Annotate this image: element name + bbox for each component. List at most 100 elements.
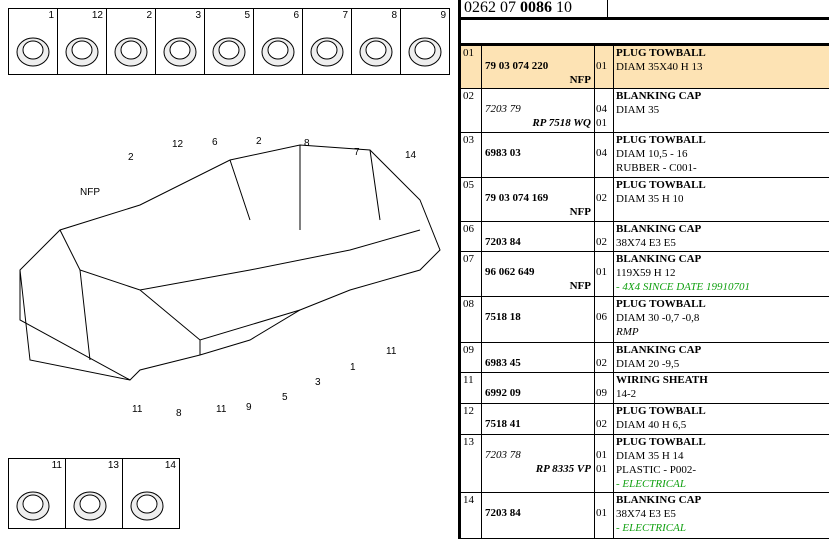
quantity: 09 (596, 387, 607, 399)
row-index: 07 (463, 253, 474, 265)
grommet-icon (16, 37, 50, 67)
quantity: 02 (596, 357, 607, 369)
part-reference: 6983 03 (485, 147, 521, 159)
quantity: 02 (596, 192, 607, 204)
description-note: RMP (616, 326, 639, 338)
diagram-callout: 8 (304, 138, 310, 149)
part-reference: 79 03 074 169 (485, 192, 549, 204)
row-index: 06 (463, 223, 474, 235)
description-line: DIAM 35 H 10 (616, 193, 684, 205)
description-cell: PLUG TOWBALL DIAM 35 H 10 (613, 178, 829, 221)
diagram-callout: 2 (128, 152, 134, 163)
part-reference: 79 03 074 220 (485, 60, 549, 72)
diagram-callout: 11 (132, 404, 143, 415)
grommet-icon (261, 37, 295, 67)
reference-cell: 7203 78 RP 8335 VP (481, 435, 594, 492)
part-thumbnail: 13 (65, 458, 123, 529)
part-reference: 7203 78 (485, 449, 521, 461)
quantity-cell: 02 (594, 343, 614, 372)
part-title: PLUG TOWBALL (616, 47, 706, 59)
description-cell: PLUG TOWBALL DIAM 40 H 6,5 (613, 404, 829, 434)
description-cell: BLANKING CAP DIAM 20 -9,5 (613, 343, 829, 372)
description-line: PLASTIC - P002- (616, 464, 697, 476)
part-sub-reference: RP 8335 VP (535, 463, 591, 475)
thumbnail-number: 13 (107, 460, 119, 471)
row-index: 14 (463, 494, 474, 506)
part-thumbnail: 14 (122, 458, 180, 529)
thumbnail-number: 3 (195, 10, 201, 21)
application-note: - ELECTRICAL (616, 522, 686, 534)
thumbnail-number: 14 (164, 460, 176, 471)
quantity-cell: 02 (594, 222, 614, 251)
quantity: 01 (596, 507, 607, 519)
diagram-callout: 12 (172, 139, 184, 150)
quantity-cell: 01 (594, 46, 614, 88)
row-index: 03 (463, 134, 474, 146)
quantity: 04 (596, 147, 607, 159)
grommet-icon (310, 37, 344, 67)
part-reference: 6992 09 (485, 387, 521, 399)
part-title: PLUG TOWBALL (616, 179, 706, 191)
quantity-cell: 01 (594, 493, 614, 538)
part-title: WIRING SHEATH (616, 374, 708, 386)
diagram-callout: 1 (350, 362, 356, 373)
part-thumbnail: 12 (57, 8, 107, 75)
quantity-cell: 09 (594, 373, 614, 403)
row-index: 08 (463, 298, 474, 310)
thumbnail-number: 8 (391, 10, 397, 21)
thumbnail-number: 9 (440, 10, 446, 21)
description-line: 14-2 (616, 388, 637, 400)
part-reference: 7203 84 (485, 507, 521, 519)
part-catalog-code: 0262 07 0086 10 (464, 0, 572, 16)
part-thumbnail: 3 (155, 8, 205, 75)
reference-cell: 7203 84 (481, 493, 594, 538)
row-index: 13 (463, 436, 474, 448)
quantity-cell: 06 (594, 297, 614, 342)
part-thumbnail: 2 (106, 8, 156, 75)
reference-cell: 7518 41 (481, 404, 594, 434)
thumbnail-strip-bottom: 11 13 14 (8, 458, 180, 529)
thumbnail-number: 5 (244, 10, 250, 21)
grommet-icon (16, 491, 50, 521)
part-thumbnail: 11 (8, 458, 66, 529)
part-reference: 96 062 649 (485, 266, 535, 278)
grommet-icon (130, 491, 164, 521)
description-line: DIAM 35 H 14 (616, 450, 684, 462)
quantity: 01 (596, 449, 607, 461)
part-thumbnail: 6 (253, 8, 303, 75)
row-index: 09 (463, 344, 474, 356)
description-line: DIAM 40 H 6,5 (616, 419, 687, 431)
grommet-icon (163, 37, 197, 67)
part-thumbnail: 1 (8, 8, 58, 75)
description-line: 38X74 E3 E5 (616, 237, 676, 249)
grommet-icon (73, 491, 107, 521)
application-note: - ELECTRICAL (616, 478, 686, 490)
part-title: BLANKING CAP (616, 344, 702, 356)
description-line: DIAM 20 -9,5 (616, 358, 680, 370)
description-line: RUBBER - C001- (616, 162, 697, 174)
part-title: PLUG TOWBALL (616, 405, 706, 417)
grommet-icon (114, 37, 148, 67)
quantity: 02 (596, 418, 607, 430)
diagram-callout: 8 (176, 408, 182, 419)
header-band (458, 20, 829, 46)
part-thumbnail: 8 (351, 8, 401, 75)
